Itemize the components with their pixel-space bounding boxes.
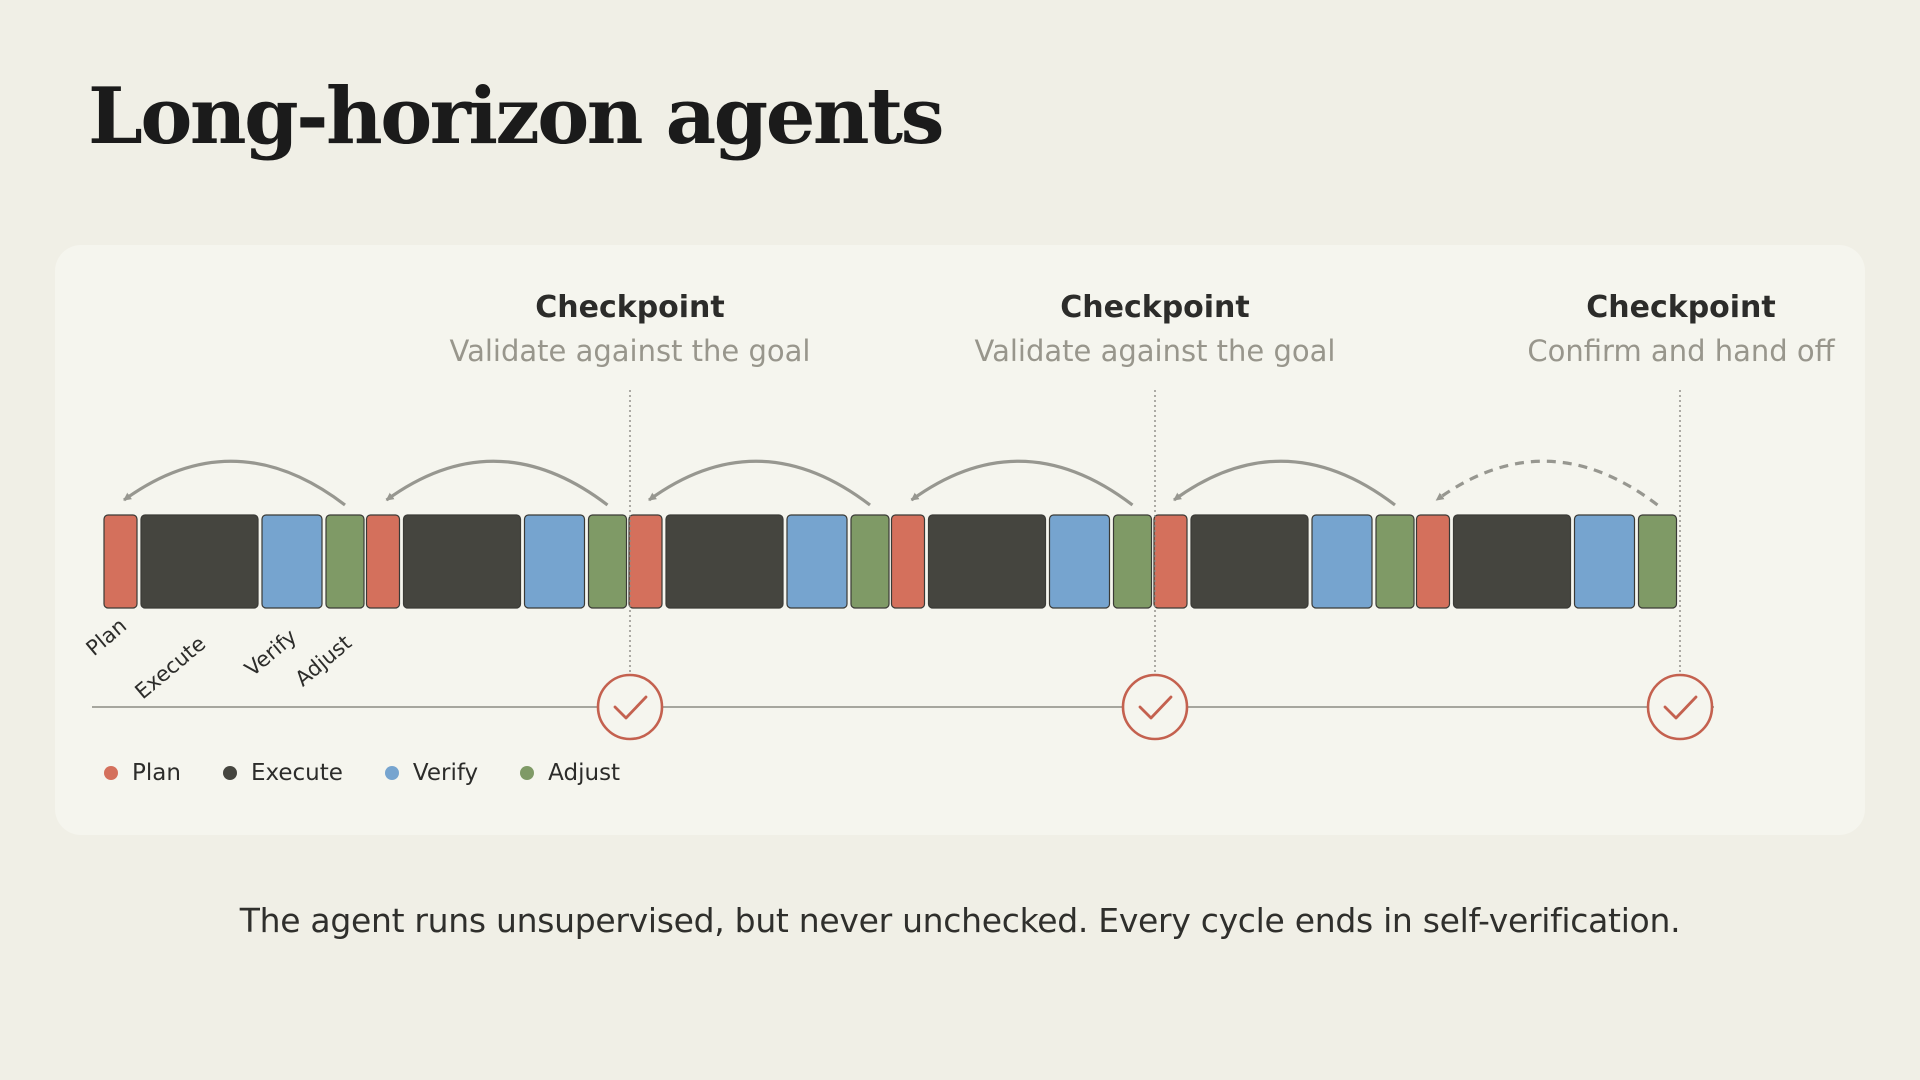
checkpoint-3-checkmark [1663,695,1698,720]
cycle-1-verify-block [261,514,323,609]
cycle-2-plan-block [365,514,401,609]
legend-label-plan: Plan [132,760,181,786]
checkpoint-3-check-icon [1646,673,1714,741]
cycle-6-adjust-block [1637,514,1678,609]
page-title: Long-horizon agents [88,71,945,162]
cycle-4-loop-arrow [910,459,1134,507]
cycle-1-plan-block [103,514,138,609]
cycle-2-execute-block [402,514,522,609]
cycle-5-adjust-block [1375,514,1415,609]
legend-label-adjust: Adjust [548,760,621,786]
cycle-6-verify-block [1573,514,1636,609]
cycle-3-execute-block [665,514,784,609]
cycle-2-loop-arrow [385,459,609,507]
legend-item-execute: Execute [222,760,343,786]
checkpoint-2-checkmark [1138,695,1173,720]
cycle-1-loop-arrow [123,459,346,507]
cycle-6-plan-block [1415,514,1451,609]
legend-label-verify: Verify [412,760,479,786]
legend-label-execute: Execute [250,760,343,786]
cycle-4-execute-block [927,514,1047,609]
cycle-5-loop-arrow [1173,459,1396,507]
checkpoint-3-title: Checkpoint [1586,290,1776,325]
legend: Plan Execute Verify Adjust [104,760,662,786]
cycle-6-loop-arrow [1435,459,1659,507]
cycle-3-verify-block [786,514,848,609]
phase-label-execute: Execute [130,631,210,703]
checkpoint-2-subtitle: Validate against the goal [974,334,1336,368]
cycle-1-execute-block [140,514,259,609]
checkpoint-3-subtitle: Confirm and hand off [1527,334,1835,368]
cycle-5-verify-block [1311,514,1373,609]
verify-dot-icon [384,766,399,780]
plan-dot-icon [104,766,118,780]
legend-item-verify: Verify [384,760,479,786]
checkpoint-2-check-icon [1121,673,1189,741]
cycle-4-plan-block [890,514,926,609]
legend-item-plan: Plan [104,760,181,786]
checkpoint-1-subtitle: Validate against the goal [449,334,811,368]
checkpoint-1-label: Checkpoint Validate against the goal [410,290,850,369]
checkpoint-1-checkmark [613,695,648,720]
phase-label-adjust: Adjust [290,630,356,691]
cycle-1-adjust-block [325,514,365,609]
adjust-dot-icon [520,766,535,780]
checkpoint-1-title: Checkpoint [535,290,725,325]
legend-item-adjust: Adjust [520,760,620,786]
checkpoint-2-title: Checkpoint [1060,290,1250,325]
cycle-2-adjust-block [587,514,628,609]
execute-dot-icon [222,766,237,780]
cycle-6-execute-block [1452,514,1572,609]
cycle-4-adjust-block [1112,514,1153,609]
cycle-3-adjust-block [850,514,890,609]
cycle-5-execute-block [1190,514,1309,609]
cycle-3-loop-arrow [648,459,871,507]
cycle-5-plan-block [1153,514,1188,609]
checkpoint-2-label: Checkpoint Validate against the goal [935,290,1375,369]
caption-text: The agent runs unsupervised, but never u… [239,901,1681,940]
cycle-2-verify-block [523,514,586,609]
cycle-4-verify-block [1048,514,1111,609]
cycle-3-plan-block [628,514,663,609]
phase-label-plan: Plan [82,613,132,660]
checkpoint-1-check-icon [596,673,664,741]
checkpoint-3-label: Checkpoint Confirm and hand off [1461,290,1901,369]
